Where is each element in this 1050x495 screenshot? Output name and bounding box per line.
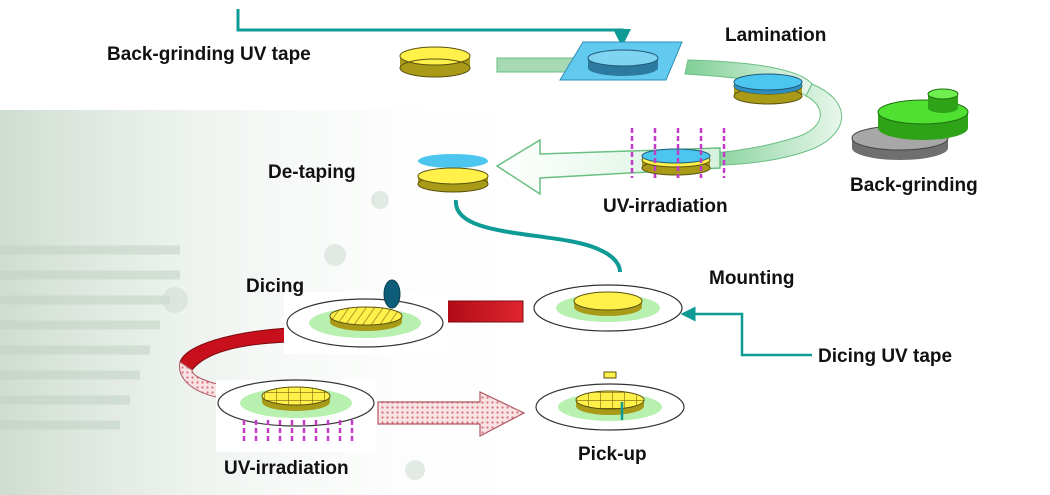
grinding-wheel-icon	[851, 88, 969, 160]
label-lamination: Lamination	[725, 25, 826, 46]
pickup-station	[535, 371, 685, 431]
uv-tape-wafer	[399, 46, 471, 78]
label-dicing: Dicing	[246, 276, 304, 297]
detaping-wafer	[417, 154, 489, 193]
label-back-grinding-uv-tape: Back-grinding UV tape	[107, 44, 311, 65]
label-pick-up: Pick-up	[578, 444, 647, 465]
label-back-grinding: Back-grinding	[850, 175, 978, 196]
flow-band-to-lamination	[496, 57, 576, 73]
label-de-taping: De-taping	[268, 162, 356, 183]
flow-curve-to-mounting	[453, 199, 622, 273]
tape-feed-arrow	[236, 9, 631, 47]
dicing-blade-icon	[383, 279, 401, 309]
lamination-sheet	[559, 41, 683, 81]
flow-band-to-dicing	[446, 300, 524, 323]
dicing-tape-feed-arrow	[680, 306, 812, 357]
mounting-station	[533, 284, 683, 332]
uv-rays-front	[653, 150, 703, 178]
label-uv-irradiation-top: UV-irradiation	[603, 196, 728, 217]
uv-irradiated-wafer	[641, 148, 711, 176]
uv-lamp-icon	[242, 420, 354, 442]
label-dicing-uv-tape: Dicing UV tape	[818, 346, 952, 367]
laminated-wafer	[733, 73, 803, 105]
flow-arrow-to-pickup	[377, 391, 526, 437]
dicing-station	[284, 292, 448, 354]
uv-irradiation-station	[216, 379, 376, 452]
label-uv-irradiation-bottom: UV-irradiation	[224, 458, 349, 479]
label-mounting: Mounting	[709, 268, 794, 289]
